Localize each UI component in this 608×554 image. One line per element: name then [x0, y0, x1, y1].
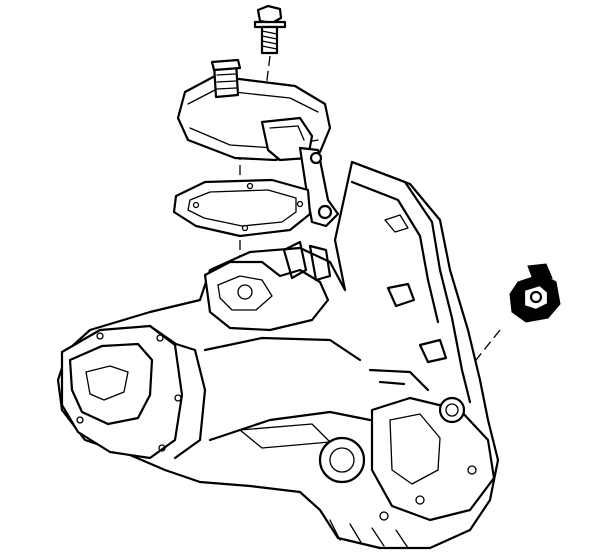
- gasket-icon: [172, 178, 312, 238]
- transaxle-icon: [56, 160, 500, 550]
- sensor-icon: [509, 263, 561, 323]
- bolt-icon: [253, 4, 287, 55]
